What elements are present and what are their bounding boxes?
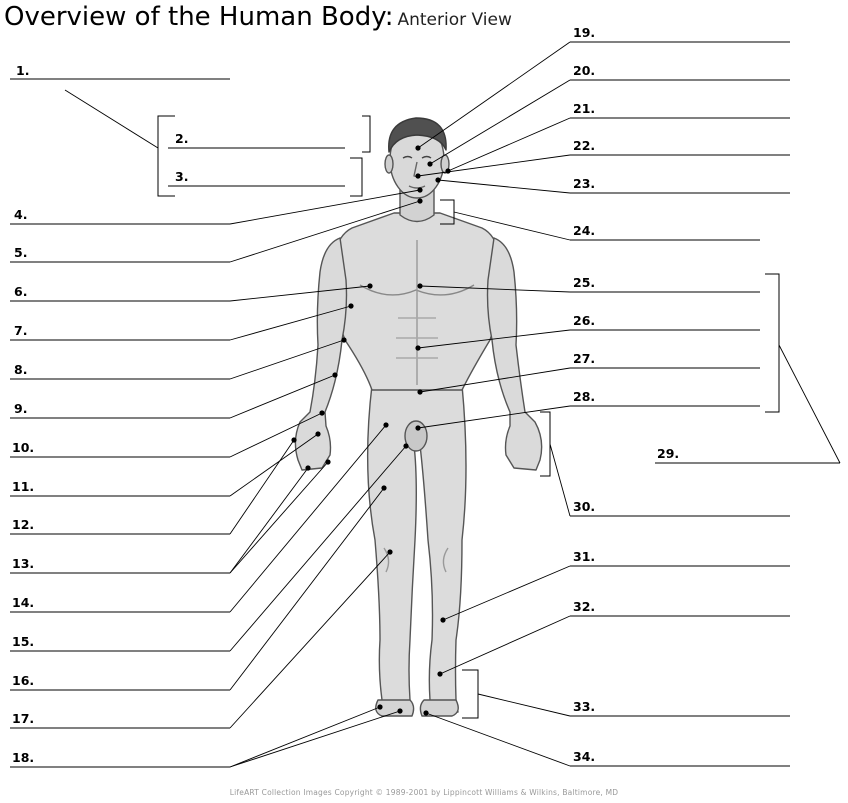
label-12: 12. xyxy=(12,517,34,532)
right-number-labels: 19. 20. 21. 22. 23. 24. 25. 26. 27. 28. … xyxy=(573,25,679,764)
label-5: 5. xyxy=(14,245,27,260)
left-number-labels: 1. 2. 3. 4. 5. 6. 7. 8. 9. 10. 11. 12. 1… xyxy=(12,63,188,765)
label-28: 28. xyxy=(573,389,595,404)
label-32: 32. xyxy=(573,599,595,614)
label-11: 11. xyxy=(12,479,34,494)
label-2: 2. xyxy=(175,131,188,146)
page-title: Overview of the Human Body:Anterior View xyxy=(4,2,512,32)
label-16: 16. xyxy=(12,673,34,688)
label-8: 8. xyxy=(14,362,27,377)
label-34: 34. xyxy=(573,749,595,764)
label-21: 21. xyxy=(573,101,595,116)
label-6: 6. xyxy=(14,284,27,299)
label-9: 9. xyxy=(14,401,27,416)
body-figure xyxy=(294,117,543,717)
label-24: 24. xyxy=(573,223,595,238)
label-15: 15. xyxy=(12,634,34,649)
copyright-notice: LifeART Collection Images Copyright © 19… xyxy=(229,788,619,797)
label-20: 20. xyxy=(573,63,595,78)
label-13: 13. xyxy=(12,556,34,571)
label-17: 17. xyxy=(12,711,34,726)
title-main: Overview of the Human Body: xyxy=(4,2,394,32)
leader-lines xyxy=(64,41,841,768)
brackets xyxy=(157,115,780,719)
label-18: 18. xyxy=(12,750,34,765)
pointer-dots xyxy=(291,145,451,716)
label-23: 23. xyxy=(573,176,595,191)
label-19: 19. xyxy=(573,25,595,40)
label-30: 30. xyxy=(573,499,595,514)
label-4: 4. xyxy=(14,207,27,222)
answer-lines xyxy=(10,41,840,768)
label-25: 25. xyxy=(573,275,595,290)
label-7: 7. xyxy=(14,323,27,338)
label-29: 29. xyxy=(657,446,679,461)
label-14: 14. xyxy=(12,595,34,610)
label-27: 27. xyxy=(573,351,595,366)
label-31: 31. xyxy=(573,549,595,564)
label-3: 3. xyxy=(175,169,188,184)
title-sub: Anterior View xyxy=(397,10,512,30)
label-26: 26. xyxy=(573,313,595,328)
label-10: 10. xyxy=(12,440,34,455)
label-33: 33. xyxy=(573,699,595,714)
label-1: 1. xyxy=(16,63,29,78)
label-22: 22. xyxy=(573,138,595,153)
